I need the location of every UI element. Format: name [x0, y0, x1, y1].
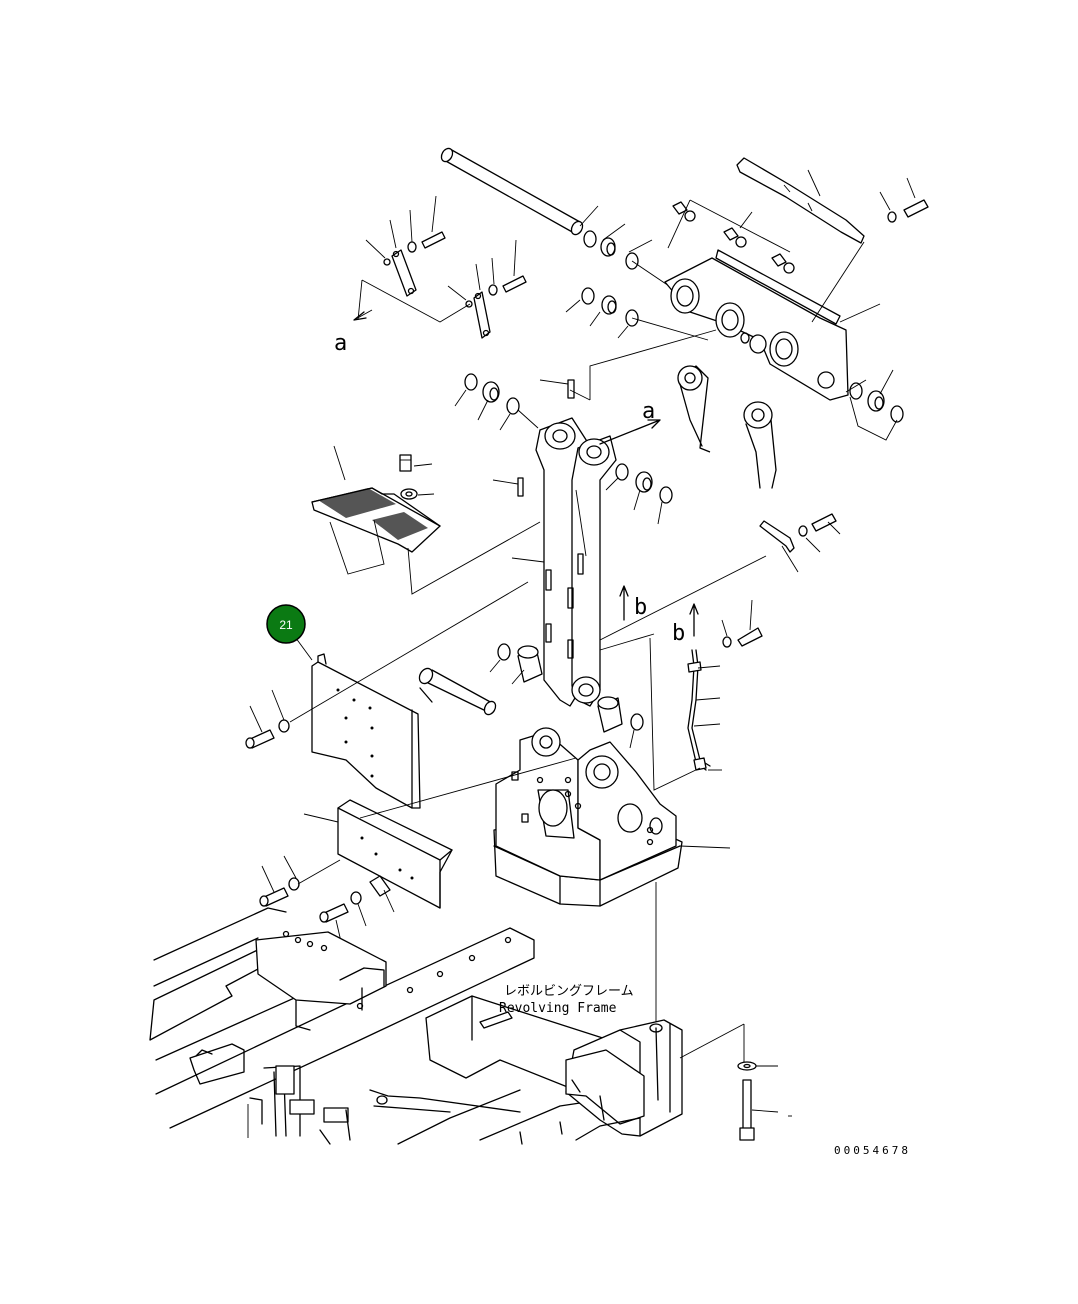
- ref-letter-a-right: a: [642, 399, 655, 424]
- lower-pin: [418, 643, 644, 749]
- bolt-top-right: [811, 177, 929, 323]
- link-upper-rings: [454, 373, 673, 525]
- frame-label-english: Revolving Frame: [499, 1001, 617, 1016]
- revolving-frame: [149, 907, 683, 1145]
- callout-number: 21: [279, 618, 293, 632]
- small-parts-right: [599, 513, 841, 648]
- arrows-b: [619, 585, 699, 637]
- ref-letter-b-right: b: [672, 621, 685, 646]
- link-plates-left: [353, 195, 527, 339]
- lever-arm: [736, 157, 865, 244]
- callout-circle: [266, 604, 306, 644]
- upper-pin: [440, 147, 584, 236]
- top-rings: [565, 205, 709, 341]
- part-callout-21[interactable]: 21: [266, 604, 306, 644]
- frame-label-japanese: レボルビングフレーム: [504, 984, 634, 999]
- base-bolt: [679, 1023, 792, 1141]
- base-bracket: [493, 727, 731, 1040]
- main-link: [492, 329, 717, 707]
- upper-bracket: [664, 249, 849, 401]
- step-plates: [311, 445, 541, 595]
- grease-hose: [599, 633, 722, 791]
- cylinder-stubs: [677, 365, 777, 489]
- ref-letter-b-mid: b: [634, 595, 647, 620]
- grease-fittings-top: [667, 199, 795, 274]
- lower-cover-plate: [259, 757, 577, 947]
- ref-letter-a-left: a: [334, 331, 347, 356]
- right-rings: [845, 369, 904, 441]
- drawing-number: 00054678: [834, 1144, 911, 1157]
- cover-plate: [245, 581, 529, 809]
- reference-labels: a a b b: [334, 331, 685, 646]
